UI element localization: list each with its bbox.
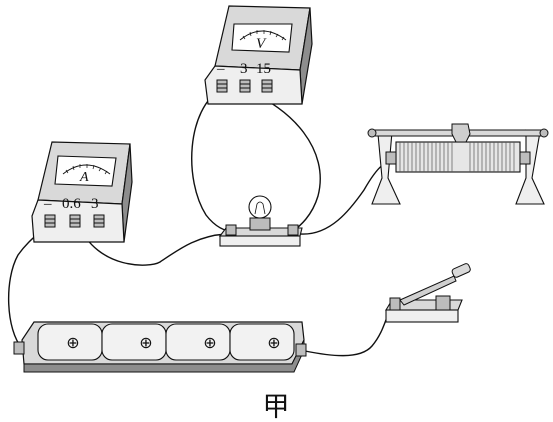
battery-cell-2-symbol: ⊕ bbox=[139, 335, 152, 352]
wire-battery-to-switch bbox=[304, 305, 393, 357]
ammeter-dial bbox=[54, 155, 117, 187]
voltmeter-terminal-3-label: 3 bbox=[240, 61, 248, 77]
wire-bulb-to-rheostat bbox=[299, 163, 385, 235]
knife-switch[interactable] bbox=[385, 263, 471, 323]
battery-pack: ⊕ ⊕ ⊕ ⊕ bbox=[13, 321, 307, 373]
ammeter-terminal-0.6-label: 0.6 bbox=[62, 196, 81, 212]
battery-cell-3-symbol: ⊕ bbox=[203, 335, 216, 352]
wire-voltmeter-3-to-bulb bbox=[244, 89, 321, 233]
ammeter-terminal-neg-label: – bbox=[43, 196, 52, 212]
coil-windings bbox=[399, 142, 515, 172]
figure-caption: 甲 bbox=[263, 392, 290, 422]
voltmeter: V – 3 15 bbox=[204, 5, 313, 105]
rheostat-slider[interactable] bbox=[451, 123, 471, 143]
ammeter-letter: A bbox=[79, 170, 89, 185]
light-bulb bbox=[218, 195, 303, 247]
ammeter: A – 0.6 3 bbox=[31, 141, 133, 243]
voltmeter-terminal-neg-label: – bbox=[216, 61, 225, 77]
ammeter-terminals bbox=[44, 214, 105, 228]
wire-voltmeter-neg-to-bulb bbox=[191, 87, 237, 233]
rheostat bbox=[367, 123, 549, 205]
ammeter-terminal-3-label: 3 bbox=[91, 196, 99, 212]
voltmeter-letter: V bbox=[256, 36, 267, 52]
voltmeter-terminal-15-label: 15 bbox=[256, 61, 271, 77]
switch-blade[interactable] bbox=[399, 275, 457, 306]
voltmeter-dial bbox=[231, 23, 293, 53]
voltmeter-terminals bbox=[216, 79, 273, 93]
rheostat-coil bbox=[395, 141, 521, 173]
switch-handle[interactable] bbox=[451, 263, 471, 279]
battery-cell-4-symbol: ⊕ bbox=[267, 335, 280, 352]
wires bbox=[7, 87, 393, 357]
battery-cell-1-symbol: ⊕ bbox=[66, 335, 79, 352]
wire-ammeter-to-bulb bbox=[77, 223, 227, 266]
